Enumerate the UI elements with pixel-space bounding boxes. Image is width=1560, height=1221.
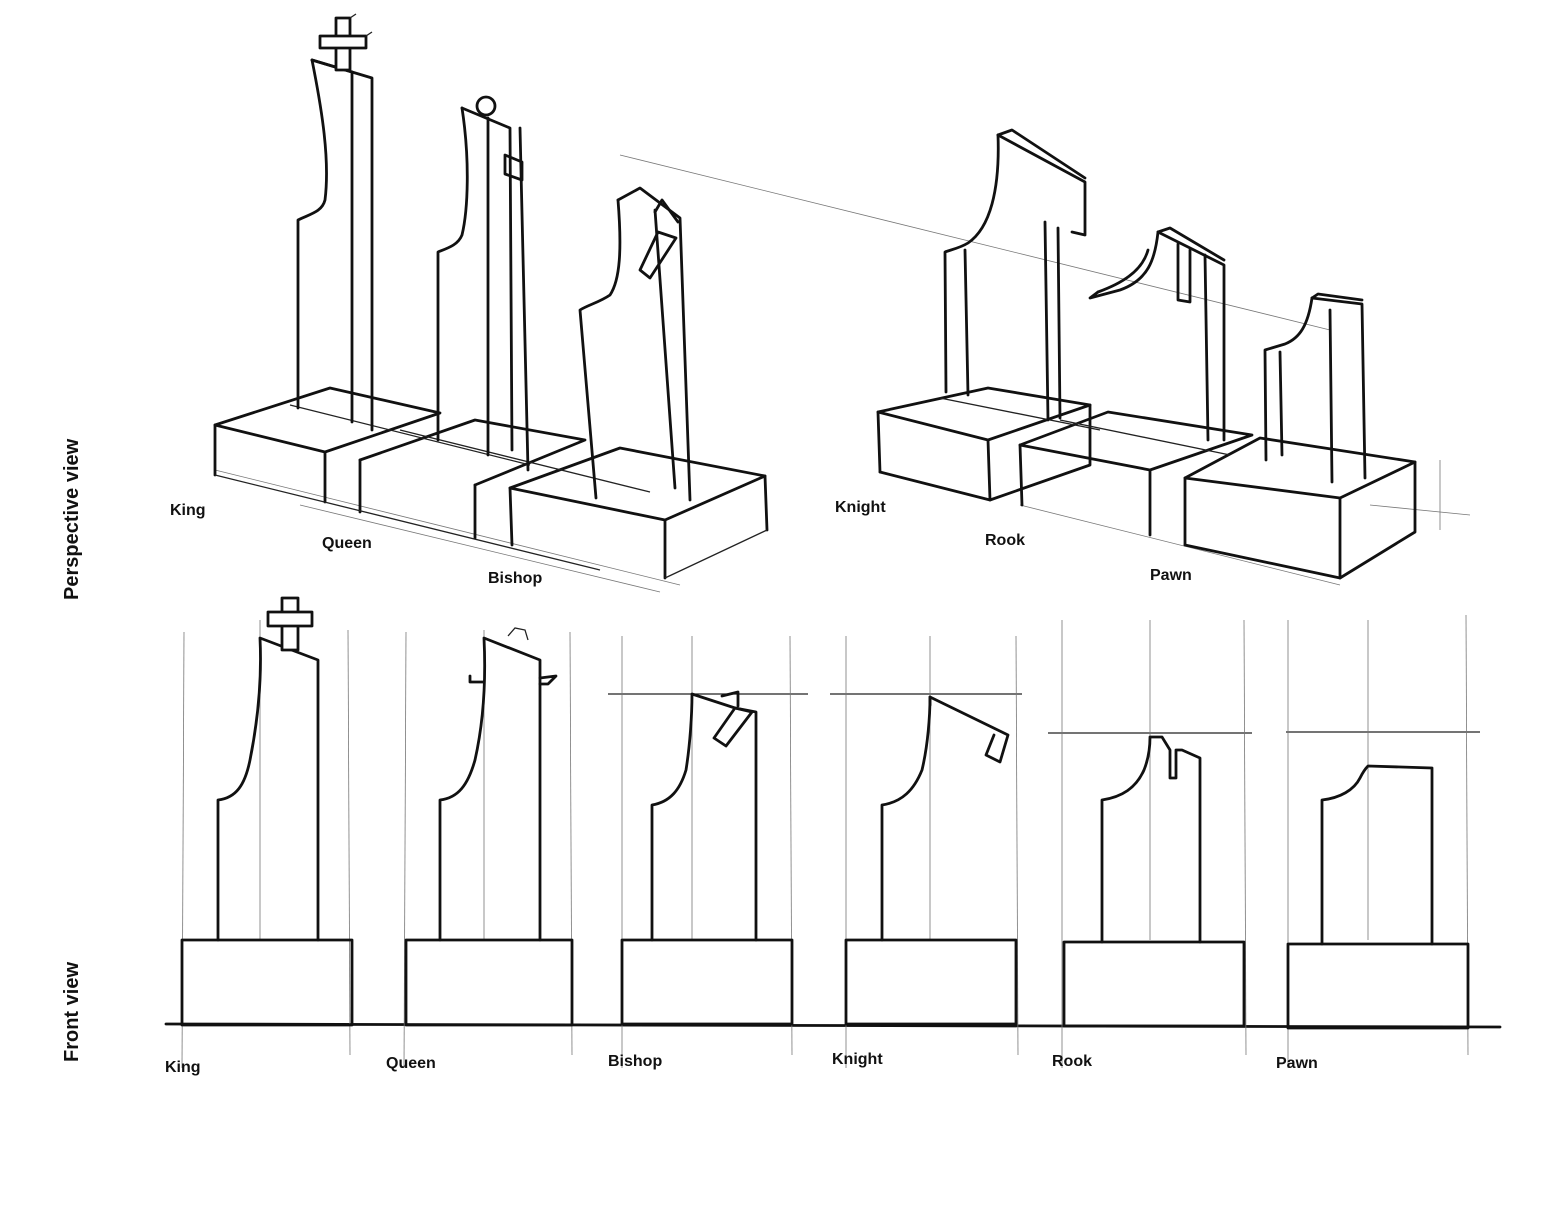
front-label-bishop: Bishop <box>608 1053 662 1070</box>
perspective-label-bishop: Bishop <box>488 570 542 587</box>
left-bases <box>213 386 769 580</box>
front-view: King Queen Bishop Knight Rook Pawn <box>164 596 1502 1076</box>
front-label-knight: Knight <box>832 1051 883 1068</box>
queen-perspective-piece <box>436 95 530 472</box>
front-label-queen: Queen <box>386 1055 436 1072</box>
perspective-view: King Queen Bishop Knight Rook Pawn <box>170 13 1471 593</box>
front-label-pawn: Pawn <box>1276 1055 1318 1072</box>
knight-perspective-piece <box>943 128 1087 422</box>
front-guides <box>181 614 1469 1069</box>
rook-front-piece <box>1062 735 1246 1028</box>
perspective-label-rook: Rook <box>985 532 1025 549</box>
bishop-perspective-piece <box>578 186 692 502</box>
perspective-label-knight: Knight <box>835 499 886 516</box>
rook-perspective-piece <box>1088 226 1226 442</box>
perspective-label-queen: Queen <box>322 535 372 552</box>
front-view-label: Front view <box>61 962 83 1062</box>
king-front-piece <box>180 596 354 1027</box>
perspective-label-pawn: Pawn <box>1150 567 1192 584</box>
pawn-perspective-piece <box>1263 292 1367 484</box>
bishop-front-piece <box>620 690 794 1026</box>
perspective-label-king: King <box>170 502 206 519</box>
queen-front-piece <box>404 627 574 1027</box>
right-bases <box>876 386 1417 580</box>
front-label-rook: Rook <box>1052 1053 1092 1070</box>
perspective-view-label: Perspective view <box>61 438 83 600</box>
front-label-king: King <box>165 1059 201 1076</box>
pawn-front-piece <box>1286 764 1470 1030</box>
king-perspective-piece <box>296 13 374 432</box>
knight-front-piece <box>844 695 1018 1026</box>
